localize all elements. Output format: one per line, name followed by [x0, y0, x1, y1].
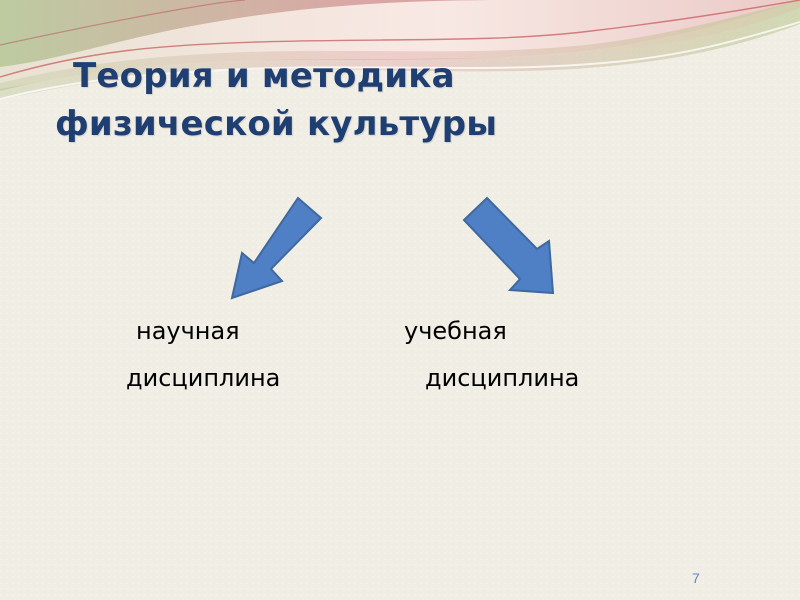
educational-label-line1: учебная — [404, 317, 507, 345]
scientific-label-line1: научная — [136, 317, 240, 345]
left-down-arrow-icon — [230, 196, 323, 300]
scientific-label-line2: дисциплина — [126, 364, 281, 392]
title-line-physical-culture: физической культуры — [55, 104, 498, 144]
slide-title: Теория и методика физической культуры — [55, 52, 497, 148]
right-down-arrow-icon — [462, 196, 555, 295]
title-line-theory-methods: Теория и методика — [73, 56, 455, 96]
educational-label-line2: дисциплина — [425, 364, 580, 392]
page-number: 7 — [692, 570, 700, 586]
